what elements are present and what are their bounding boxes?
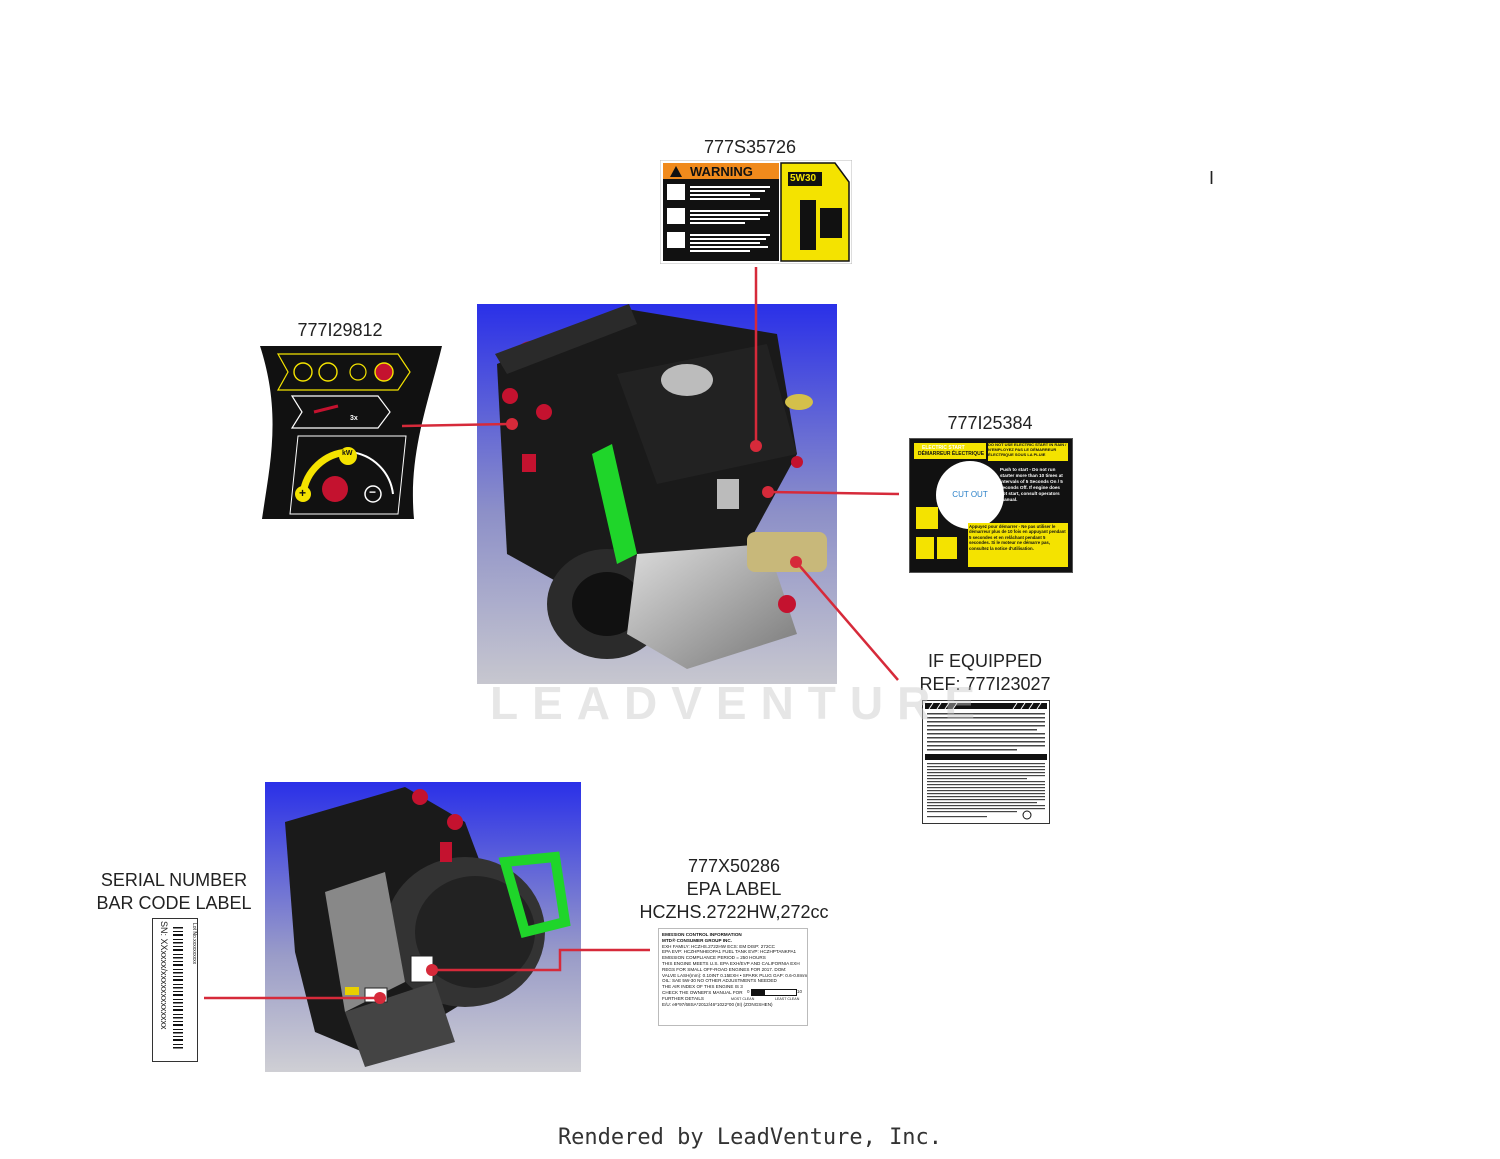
engine-render-lower[interactable] bbox=[265, 782, 581, 1072]
epa-line: MTD® CONSUMER GROUP INC. bbox=[662, 937, 732, 943]
air-index-scale bbox=[751, 989, 797, 996]
control-panel-graphic bbox=[260, 346, 442, 519]
electric-start-instructions-fr: Appuyez pour démarrer - Ne pas utiliser … bbox=[968, 523, 1068, 567]
least-clean-label: LEAST CLEAN bbox=[775, 997, 800, 1001]
part-number-electric-start: 777I25384 bbox=[947, 413, 1033, 433]
leader-dot-electric-start bbox=[762, 486, 774, 498]
cut-out-circle: CUT OUT bbox=[936, 461, 1004, 529]
watermark: LEADVENTURE bbox=[490, 677, 990, 729]
kw-label: kW bbox=[342, 450, 353, 457]
epa-label-caption: EPA LABEL bbox=[686, 879, 782, 899]
if-equipped-caption: IF EQUIPPED bbox=[927, 651, 1043, 671]
most-clean-label: MOST CLEAN bbox=[731, 997, 755, 1001]
if-equipped-graphic bbox=[925, 702, 1047, 820]
part-number-warning-label: 777S35726 bbox=[703, 137, 797, 157]
part-number-epa: 777X50286 bbox=[687, 856, 781, 876]
serial-number-caption: SERIAL NUMBER bbox=[100, 870, 248, 890]
electric-start-title-fr: DÉMARREUR ÉLECTRIQUE bbox=[918, 451, 985, 457]
no-rain-icon bbox=[916, 507, 938, 529]
leader-dot-if-equipped bbox=[790, 556, 802, 568]
electric-start-title: ELECTRIC START bbox=[922, 445, 965, 451]
minus-icon: − bbox=[369, 485, 377, 499]
warning-label-decal[interactable]: WARNING 5W30 bbox=[659, 159, 853, 265]
leader-dot-control-panel bbox=[506, 418, 518, 430]
electric-start-decal[interactable]: ELECTRIC START DÉMARREUR ÉLECTRIQUE DO N… bbox=[909, 438, 1073, 573]
rain-warning-text: DO NOT USE ELECTRIC START IN RAIN / N'EM… bbox=[988, 443, 1068, 461]
epa-line: THIS ENGINE MEETS U.S. EPA EXH/EVP AND C… bbox=[662, 960, 800, 966]
hazard-icon bbox=[916, 537, 934, 559]
leader-if-equipped bbox=[797, 563, 899, 681]
control-panel-decal[interactable]: kW 3x + − bbox=[258, 344, 444, 521]
part-number-control-panel: 777I29812 bbox=[297, 320, 383, 340]
manual-book-icon bbox=[937, 537, 957, 559]
epa-line: REGS FOR SMALL OFF-ROAD ENGINES FOR 2017… bbox=[662, 966, 787, 972]
cut-out-text: CUT OUT bbox=[952, 490, 988, 499]
if-equipped-ref: REF: 777I23027 bbox=[919, 674, 1051, 694]
epa-line: FURTHER DETAILS bbox=[662, 995, 704, 1001]
electric-start-title-bar bbox=[914, 443, 986, 459]
serial-number-decal[interactable]: SN: XXxxxx/xxxxxxxxxxxxx Lot No.xxxxxxxx… bbox=[152, 918, 198, 1062]
warning-label-graphic bbox=[659, 159, 853, 265]
epa-line: E/U: e9*97/68SA*2012/46*1022*00 (III) (Z… bbox=[662, 1001, 773, 1007]
engine-render-main[interactable] bbox=[477, 304, 837, 684]
air-index-scale-hi: 10 bbox=[797, 989, 803, 994]
leader-dot-serial bbox=[374, 992, 386, 1004]
leader-electric-start bbox=[769, 490, 900, 496]
epa-line: EPA EVP: HCZHPNHEOPA1 FUEL TANK EVP: HCZ… bbox=[662, 949, 797, 955]
air-index-scale-lo: 0 bbox=[747, 989, 750, 994]
epa-line: EMISSION CONTROL INFORMATION bbox=[662, 932, 742, 937]
footer-credit: Rendered by LeadVenture, Inc. bbox=[557, 1125, 943, 1150]
if-equipped-decal[interactable] bbox=[922, 700, 1050, 824]
epa-line: EMISSION COMPLIANCE PERIOD = 250 HOURS bbox=[662, 955, 766, 961]
stray-mark: I bbox=[1209, 168, 1215, 188]
epa-engine-family: HCZHS.2722HW,272cc bbox=[639, 902, 829, 922]
epa-text-block: EMISSION CONTROL INFORMATION MTD® CONSUM… bbox=[662, 932, 808, 1007]
leader-dot-warning bbox=[750, 440, 762, 452]
engine-lower-graphic bbox=[265, 782, 581, 1072]
epa-line: OIL: SAE 5W-30 NO OTHER ADJUSTMENTS NEED… bbox=[662, 978, 777, 984]
epa-line: VALVE LASH(mm): 0.10INT 0.15EXH • SPARK … bbox=[662, 972, 808, 978]
epa-line: CHECK THE OWNER'S MANUAL FOR bbox=[662, 989, 743, 995]
times-label: 3x bbox=[350, 415, 358, 422]
serial-bar-code-caption: BAR CODE LABEL bbox=[96, 893, 252, 913]
electric-start-instructions: Push to start - Do not run starter more … bbox=[1000, 467, 1063, 502]
barcode-graphic bbox=[173, 927, 183, 1049]
warning-title: WARNING bbox=[690, 164, 753, 179]
plus-icon: + bbox=[299, 486, 307, 500]
epa-line: THE AIR INDEX OF THIS ENGINE IS 3 bbox=[662, 984, 743, 990]
leader-epa bbox=[432, 948, 650, 972]
epa-line: EXH FAMILY: HCZHS.2722HW ECS: EM DISP: 2… bbox=[662, 943, 776, 949]
leader-dot-epa bbox=[426, 964, 438, 976]
leader-control-panel bbox=[401, 422, 511, 428]
air-index-fill bbox=[752, 990, 766, 995]
oil-grade-badge: 5W30 bbox=[790, 173, 817, 184]
engine-main-graphic bbox=[477, 304, 837, 684]
epa-decal[interactable]: EMISSION CONTROL INFORMATION MTD® CONSUM… bbox=[658, 928, 808, 1026]
